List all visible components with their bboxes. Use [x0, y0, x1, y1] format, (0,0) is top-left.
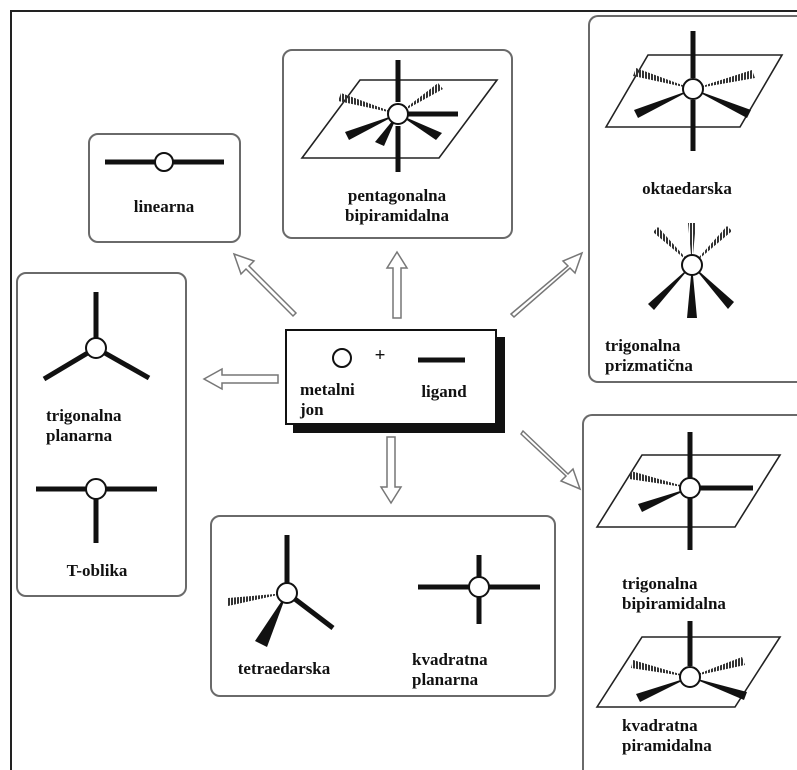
arrow-to-tetrahedral [379, 436, 403, 505]
metal-ion-icon [332, 348, 352, 368]
box-trigonal-t [16, 272, 187, 597]
box-octahedral-prismatic [588, 15, 797, 383]
arrow-to-octahedral [509, 251, 584, 319]
arrow-to-tbp [520, 429, 582, 491]
box-tetra-square [210, 515, 556, 697]
label-trigonal-planar: trigonalna planarna [46, 406, 122, 445]
label-square-pyramidal: kvadratna piramidalna [622, 716, 712, 755]
figure-frame [10, 10, 797, 770]
metal-ion-label: metalni jon [300, 380, 355, 419]
label-octahedral: oktaedarska [642, 179, 732, 198]
arrow-to-trigonal [202, 367, 279, 391]
octahedral-drawing [604, 31, 784, 151]
label-square-planar: kvadratna planarna [412, 650, 488, 689]
t-shaped-drawing [36, 478, 157, 543]
linear-drawing [105, 152, 224, 172]
trigonal-prismatic-drawing [648, 223, 734, 318]
label-pentagonal-bipyramidal: pentagonalna bipiramidalna [345, 186, 449, 225]
ligand-label: ligand [421, 382, 467, 401]
plus-sign: + [374, 345, 386, 366]
arrow-to-pentagonal [385, 250, 409, 319]
square-planar-drawing [418, 555, 540, 624]
label-tetrahedral: tetraedarska [237, 659, 331, 678]
central-box [285, 329, 497, 425]
trigonal-bipyramidal-drawing [595, 432, 782, 550]
trigonal-planar-drawing [42, 292, 151, 382]
arrows [202, 250, 584, 505]
tetrahedral-drawing [228, 535, 335, 647]
label-t-shaped: T-oblika [66, 561, 128, 580]
pentagonal-bipyramidal-drawing [300, 60, 499, 172]
square-pyramidal-drawing [595, 621, 782, 708]
arrow-to-linear [232, 252, 298, 318]
label-trigonal-bipyramidal: trigonalna bipiramidalna [622, 574, 726, 613]
box-linear [88, 133, 241, 243]
label-linear: linearna [133, 197, 195, 216]
label-trigonal-prismatic: trigonalna prizmatična [605, 336, 693, 375]
